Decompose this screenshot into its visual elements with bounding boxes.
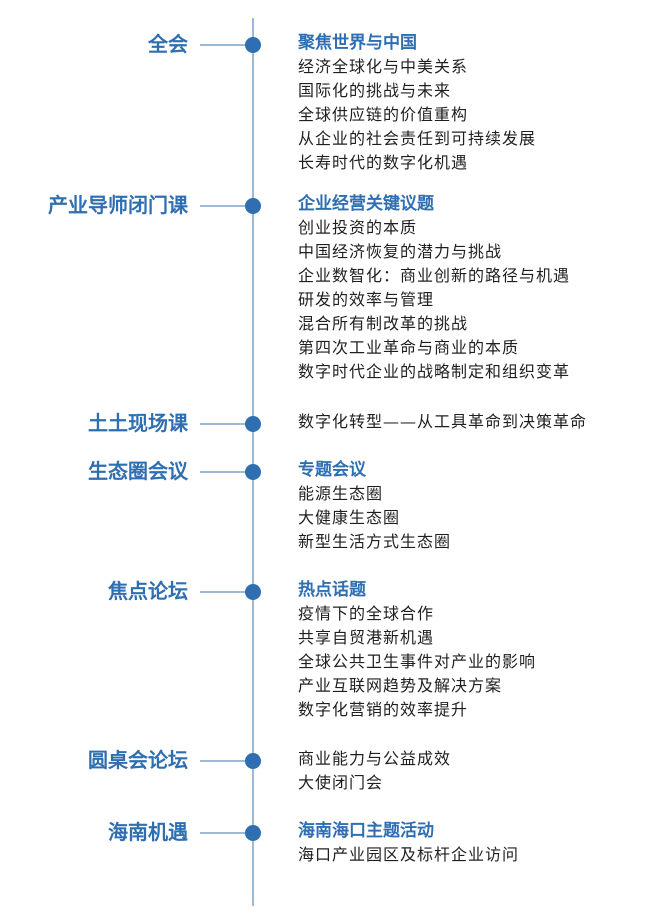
list-item: 海口产业园区及标杆企业访问 — [298, 845, 520, 864]
connector-line — [200, 591, 252, 593]
section-category: 全会 — [148, 32, 188, 56]
list-item: 大健康生态圈 — [298, 508, 401, 527]
section-content: 海南海口主题活动海口产业园区及标杆企业访问 — [298, 819, 519, 867]
timeline-axis — [252, 18, 254, 906]
list-item: 长寿时代的数字化机遇 — [298, 153, 469, 172]
section-item-list: 经济全球化与中美关系国际化的挑战与未来全球供应链的价值重构从企业的社会责任到可持… — [298, 55, 536, 175]
section-item-list: 海口产业园区及标杆企业访问 — [298, 843, 519, 867]
list-item: 能源生态圈 — [298, 484, 384, 503]
section-category: 产业导师闭门课 — [48, 193, 188, 217]
list-item: 研发的效率与管理 — [298, 290, 435, 309]
list-item: 大使闭门会 — [298, 773, 384, 792]
section-category: 海南机遇 — [108, 820, 188, 844]
section-item-list: 商业能力与公益成效大使闭门会 — [298, 747, 451, 795]
list-item: 中国经济恢复的潜力与挑战 — [298, 242, 503, 261]
list-item: 全球公共卫生事件对产业的影响 — [298, 652, 537, 671]
connector-line — [200, 205, 252, 207]
list-item: 创业投资的本质 — [298, 218, 418, 237]
section-content: 聚焦世界与中国经济全球化与中美关系国际化的挑战与未来全球供应链的价值重构从企业的… — [298, 31, 536, 175]
list-item: 企业数智化：商业创新的路径与机遇 — [298, 266, 571, 285]
section-item-list: 数字化转型——从工具革命到决策革命 — [298, 410, 587, 434]
section-content: 企业经营关键议题创业投资的本质中国经济恢复的潜力与挑战企业数智化：商业创新的路径… — [298, 192, 570, 384]
list-item: 从企业的社会责任到可持续发展 — [298, 129, 537, 148]
section-heading: 聚焦世界与中国 — [298, 33, 417, 53]
list-item: 商业能力与公益成效 — [298, 749, 452, 768]
list-item: 混合所有制改革的挑战 — [298, 314, 469, 333]
list-item: 全球供应链的价值重构 — [298, 105, 469, 124]
section-heading: 专题会议 — [298, 460, 366, 480]
timeline-dot — [245, 584, 261, 600]
list-item: 数字化营销的效率提升 — [298, 700, 469, 719]
connector-line — [200, 44, 252, 46]
list-item: 第四次工业革命与商业的本质 — [298, 338, 520, 357]
list-item: 经济全球化与中美关系 — [298, 57, 469, 76]
list-item: 产业互联网趋势及解决方案 — [298, 676, 503, 695]
section-item-list: 疫情下的全球合作共享自贸港新机遇全球公共卫生事件对产业的影响产业互联网趋势及解决… — [298, 602, 536, 722]
list-item: 数字时代企业的战略制定和组织变革 — [298, 362, 571, 381]
connector-line — [200, 760, 252, 762]
connector-line — [200, 832, 252, 834]
section-category: 生态圈会议 — [88, 459, 188, 483]
section-heading: 热点话题 — [298, 580, 366, 600]
section-content: 专题会议能源生态圈大健康生态圈新型生活方式生态圈 — [298, 458, 451, 554]
section-category: 焦点论坛 — [108, 579, 188, 603]
section-item-list: 创业投资的本质中国经济恢复的潜力与挑战企业数智化：商业创新的路径与机遇研发的效率… — [298, 216, 570, 384]
section-heading: 海南海口主题活动 — [298, 821, 434, 841]
list-item: 疫情下的全球合作 — [298, 604, 435, 623]
section-category: 圆桌会论坛 — [88, 748, 188, 772]
list-item: 新型生活方式生态圈 — [298, 532, 452, 551]
list-item: 国际化的挑战与未来 — [298, 81, 452, 100]
connector-line — [200, 471, 252, 473]
section-heading: 企业经营关键议题 — [298, 194, 434, 214]
list-item: 共享自贸港新机遇 — [298, 628, 435, 647]
timeline-dot — [245, 37, 261, 53]
timeline-dot — [245, 753, 261, 769]
section-content: 数字化转型——从工具革命到决策革命 — [298, 410, 587, 434]
timeline-dot — [245, 825, 261, 841]
list-item: 数字化转型——从工具革命到决策革命 — [298, 412, 588, 431]
section-content: 热点话题疫情下的全球合作共享自贸港新机遇全球公共卫生事件对产业的影响产业互联网趋… — [298, 578, 536, 722]
section-item-list: 能源生态圈大健康生态圈新型生活方式生态圈 — [298, 482, 451, 554]
connector-line — [200, 423, 252, 425]
timeline-dot — [245, 464, 261, 480]
section-category: 土土现场课 — [88, 411, 188, 435]
timeline-dot — [245, 198, 261, 214]
section-content: 商业能力与公益成效大使闭门会 — [298, 747, 451, 795]
timeline-dot — [245, 416, 261, 432]
